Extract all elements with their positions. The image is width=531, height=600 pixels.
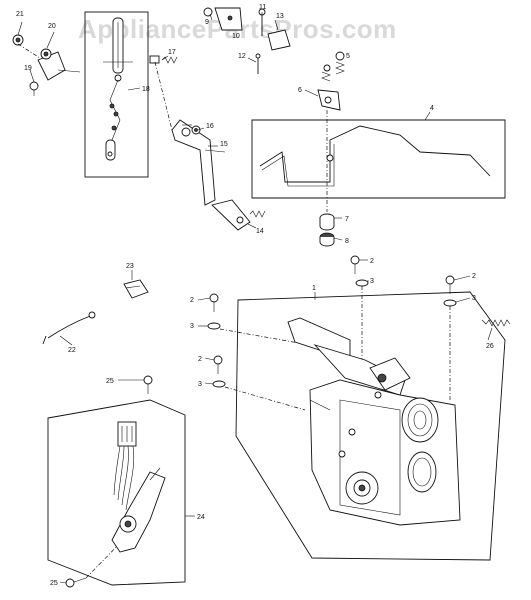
callout-23: 23 <box>126 263 134 270</box>
callout-4: 4 <box>430 105 434 112</box>
part-18-frame <box>84 11 149 178</box>
callout-15: 15 <box>220 141 228 148</box>
part-14-spring-lever <box>211 199 266 231</box>
callout-17: 17 <box>168 49 176 56</box>
screw-2-b <box>443 275 457 307</box>
callout-3-b: 3 <box>472 295 476 302</box>
callout-16: 16 <box>206 123 214 130</box>
screw-2-a <box>350 255 369 287</box>
callout-7: 7 <box>345 216 349 223</box>
callout-18: 18 <box>142 86 150 93</box>
part-18-chain-assembly <box>103 17 133 161</box>
part-13-clip <box>267 29 291 51</box>
part-10-bracket <box>214 7 243 31</box>
callout-25-b: 25 <box>50 580 58 587</box>
callout-9: 9 <box>205 19 209 26</box>
callout-1: 1 <box>312 285 316 292</box>
part-7-bushing <box>319 213 335 231</box>
part-8-bushing <box>319 232 335 247</box>
part-16-screw <box>191 125 201 135</box>
part-9-screw <box>203 7 213 17</box>
callout-13: 13 <box>276 13 284 20</box>
part-15-lever-bracket <box>171 119 226 206</box>
part-1-frame <box>235 291 506 561</box>
part-6-clamp <box>317 89 341 111</box>
callout-19: 19 <box>24 65 32 72</box>
callout-11: 11 <box>259 4 266 11</box>
callout-25-a: 25 <box>106 378 114 385</box>
part-19-screw <box>29 81 39 96</box>
part-20-bracket <box>37 48 81 81</box>
part-1-control-mechanism <box>287 317 461 526</box>
callout-22: 22 <box>68 347 76 354</box>
part-26-spring <box>481 319 511 327</box>
screw-2-c <box>207 293 221 330</box>
callout-2-b: 2 <box>472 273 476 280</box>
callout-14: 14 <box>256 228 264 235</box>
part-24-wire-harness <box>111 421 166 553</box>
callout-2-c: 2 <box>190 297 194 304</box>
callout-3-d: 3 <box>198 381 202 388</box>
callout-26: 26 <box>486 343 494 350</box>
callout-21: 21 <box>16 11 24 18</box>
callout-6: 6 <box>298 87 302 94</box>
callout-10: 10 <box>232 33 240 40</box>
part-12-rod <box>255 53 261 74</box>
part-4-shift-rod <box>259 125 491 187</box>
part-23-connector <box>123 279 149 299</box>
part-4-frame <box>251 119 506 199</box>
part-22-wire <box>42 311 96 345</box>
part-25-screw-top <box>143 375 153 394</box>
part-17-pin <box>149 55 178 64</box>
callout-24: 24 <box>197 514 205 521</box>
callout-3-c: 3 <box>190 323 194 330</box>
callout-8: 8 <box>345 238 349 245</box>
part-5-screw <box>321 51 345 82</box>
callout-leader-lines <box>17 12 493 584</box>
callout-20: 20 <box>48 23 56 30</box>
callout-12: 12 <box>238 53 246 60</box>
callout-2-d: 2 <box>198 356 202 363</box>
screw-2-d <box>212 355 226 388</box>
callout-5: 5 <box>346 53 350 60</box>
callout-3-a: 3 <box>370 278 374 285</box>
part-24-frame <box>47 399 186 586</box>
part-25-screw-bottom <box>65 577 87 588</box>
part-21-nut <box>12 34 24 46</box>
callout-2-a: 2 <box>370 258 374 265</box>
